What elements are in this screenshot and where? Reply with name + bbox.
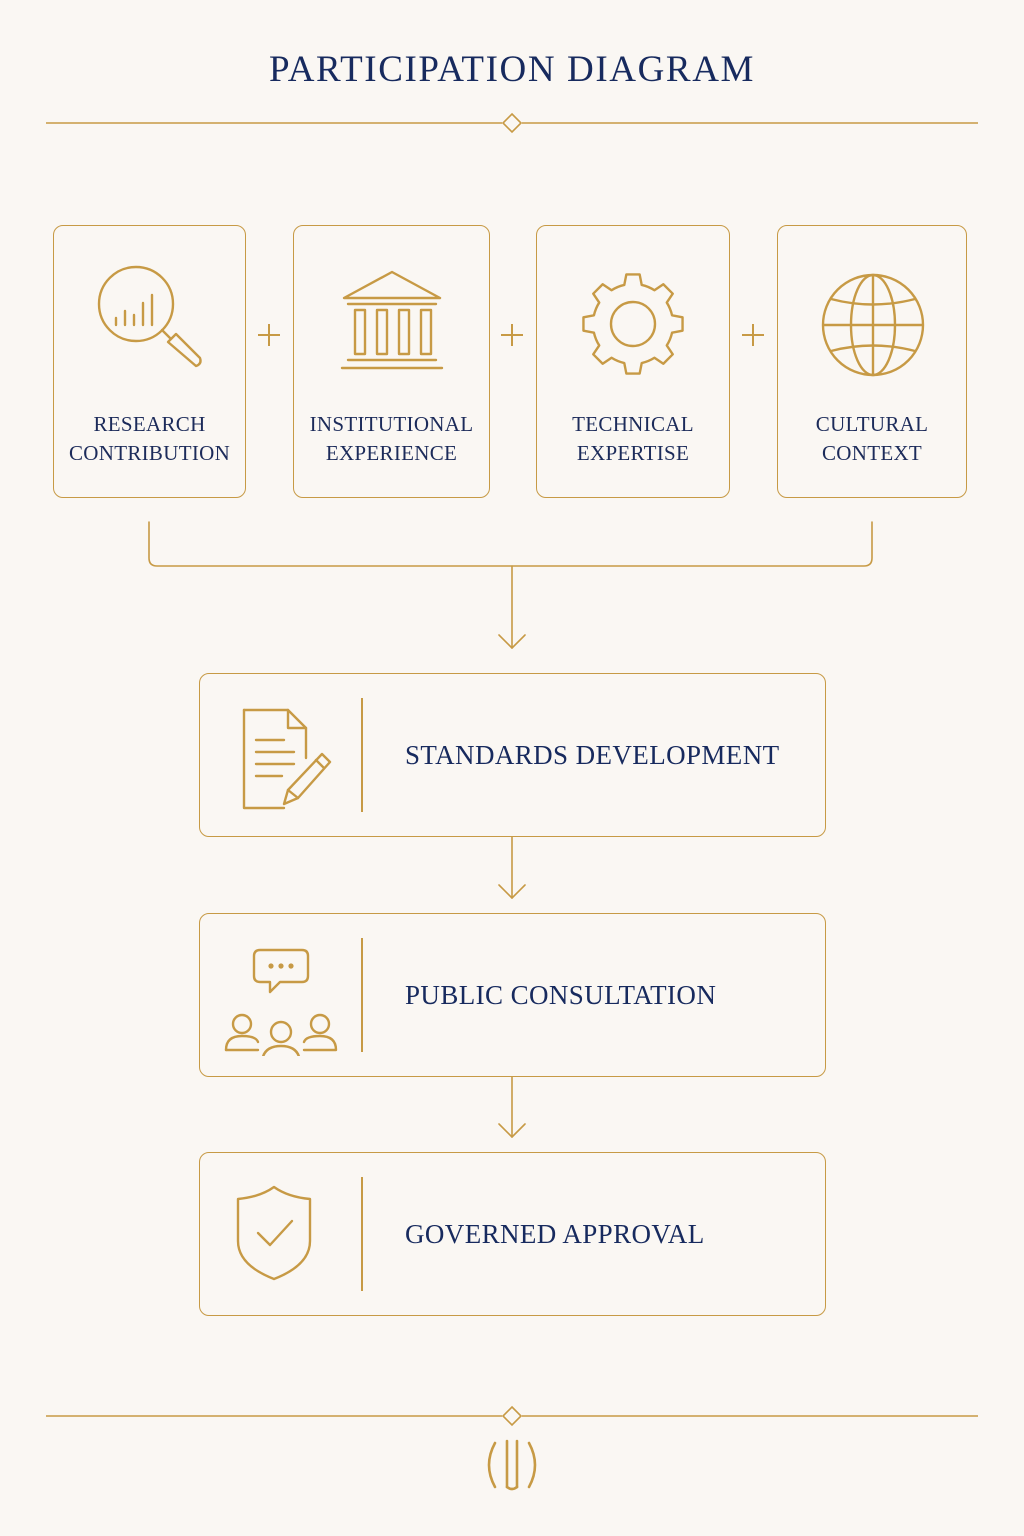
globe-icon <box>821 273 925 377</box>
input-card-label: RESEARCH CONTRIBUTION <box>68 412 231 465</box>
shield-check-icon <box>236 1185 312 1281</box>
input-card-label: TECHNICAL EXPERTISE <box>572 412 694 465</box>
document-pencil-icon <box>242 708 332 810</box>
step-public-consultation: PUBLIC CONSULTATION <box>199 913 826 1077</box>
input-card-cultural: CULTURAL CONTEXT <box>777 225 967 498</box>
arrow-head <box>498 634 526 649</box>
merge-bracket <box>148 521 873 567</box>
input-card-technical: TECHNICAL EXPERTISE <box>536 225 730 498</box>
input-card-label: INSTITUTIONAL EXPERIENCE <box>309 412 474 465</box>
step-governed-approval: GOVERNED APPROVAL <box>199 1152 826 1316</box>
input-card-research: RESEARCH CONTRIBUTION <box>53 225 246 498</box>
step-standards-development: STANDARDS DEVELOPMENT <box>199 673 826 837</box>
gear-icon <box>582 273 684 375</box>
step-divider <box>361 1177 363 1291</box>
magnifier-chart-icon <box>97 265 202 368</box>
top-divider <box>46 112 978 134</box>
step-divider <box>361 938 363 1052</box>
step-label: PUBLIC CONSULTATION <box>405 979 717 1010</box>
plus-icon <box>258 324 280 346</box>
arrow-head <box>498 884 526 899</box>
plus-icon <box>742 324 764 346</box>
input-card-institutional: INSTITUTIONAL EXPERIENCE <box>293 225 490 498</box>
input-card-label: CULTURAL CONTEXT <box>815 412 929 465</box>
step-label: STANDARDS DEVELOPMENT <box>405 739 780 770</box>
plus-icon <box>501 324 523 346</box>
column-emblem-icon <box>487 1439 537 1491</box>
arrow-head <box>498 1123 526 1138</box>
page-title: PARTICIPATION DIAGRAM <box>268 49 756 90</box>
institution-building-icon <box>340 270 444 370</box>
step-label: GOVERNED APPROVAL <box>405 1218 705 1249</box>
bottom-divider <box>46 1405 978 1427</box>
step-divider <box>361 698 363 812</box>
people-chat-icon <box>224 948 338 1056</box>
